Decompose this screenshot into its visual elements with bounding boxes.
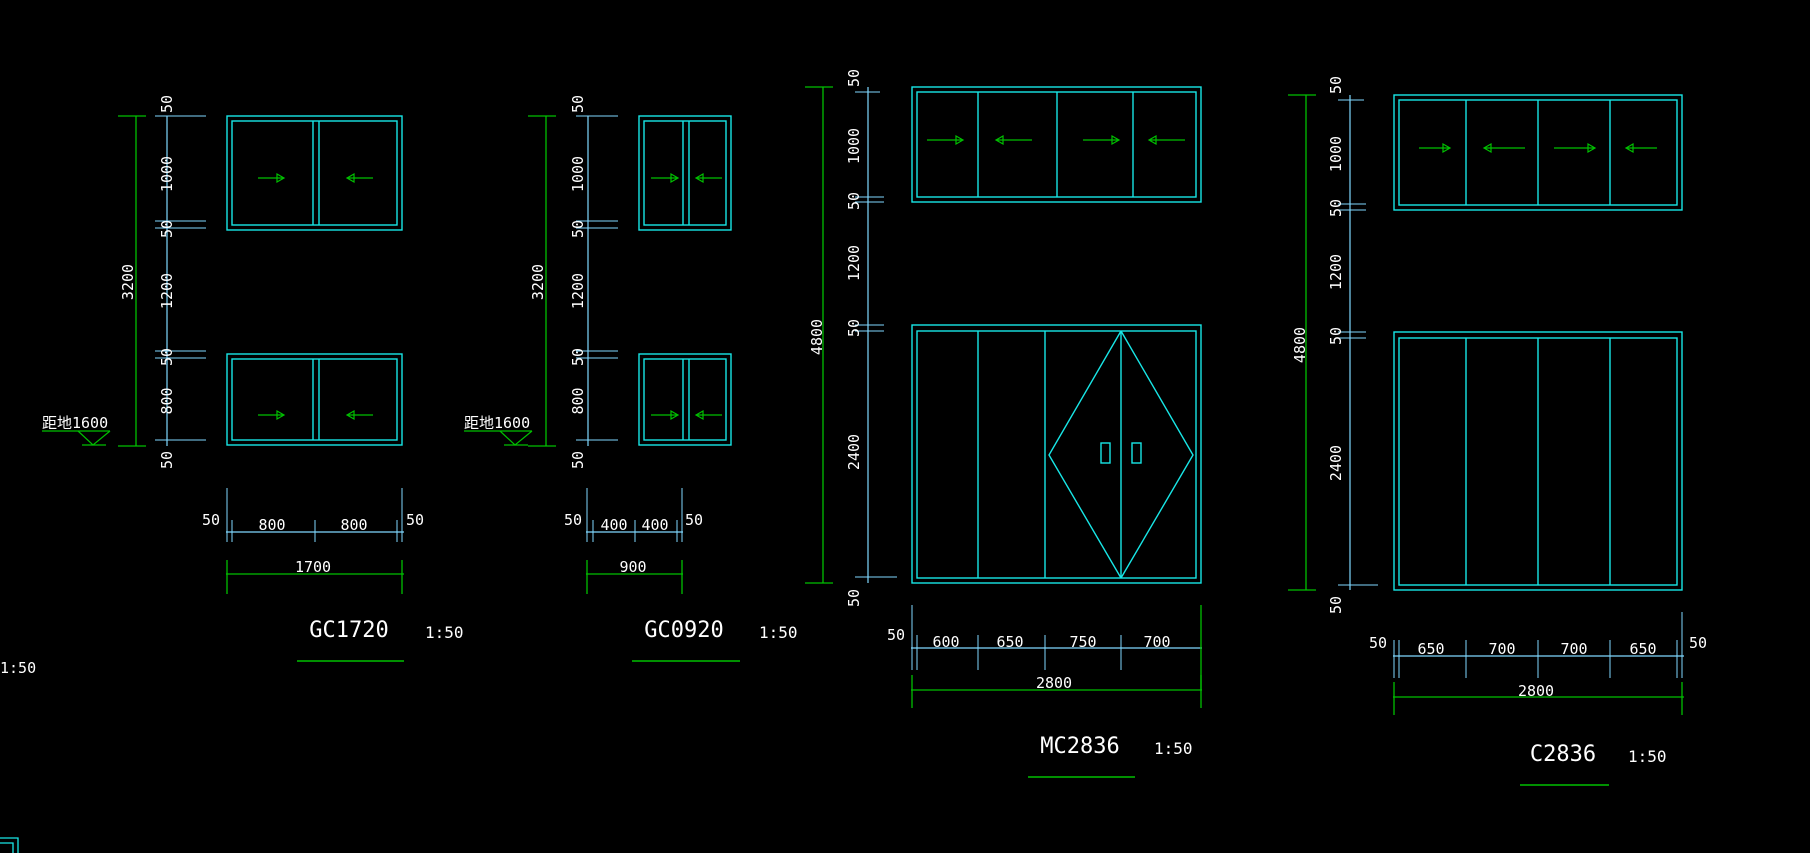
hdim-label: 50 — [887, 626, 905, 644]
drawing-title: GC1720 — [309, 618, 388, 643]
vdim-label: 50 — [845, 192, 863, 210]
height-total-label: 3200 — [119, 264, 137, 300]
vdim-label: 800 — [569, 387, 587, 414]
horizontal-dimension-chain — [1393, 612, 1684, 715]
height-total-label: 4800 — [808, 319, 826, 355]
width-total-label: 2800 — [1518, 682, 1554, 700]
vdim-label: 2400 — [1327, 445, 1345, 481]
vdim-label: 800 — [158, 387, 176, 414]
lower-window-frame — [1393, 331, 1683, 591]
vdim-label: 50 — [1327, 199, 1345, 217]
vdim-label: 50 — [845, 319, 863, 337]
sliding-arrow-icon — [651, 409, 722, 421]
floor-note: 距地1600 — [464, 414, 530, 432]
hdim-label: 650 — [1417, 640, 1444, 658]
scale-label: 1:50 — [1628, 747, 1667, 766]
floor-level-marker-icon — [42, 430, 111, 446]
transom-window-frame — [911, 86, 1202, 203]
vdim-label: 50 — [569, 220, 587, 238]
window-lower-frame — [638, 353, 732, 446]
window-upper-frame — [638, 115, 732, 231]
vdim-label: 1200 — [569, 273, 587, 309]
door-frame — [911, 324, 1202, 584]
hdim-label: 50 — [1369, 634, 1387, 652]
sliding-arrow-icon — [258, 172, 373, 184]
window-upper-frame — [226, 115, 403, 231]
vdim-label: 50 — [569, 348, 587, 366]
sliding-arrow-icon — [1419, 142, 1657, 154]
vdim-label: 50 — [1327, 327, 1345, 345]
vdim-label: 50 — [1327, 76, 1345, 94]
vdim-label: 50 — [158, 95, 176, 113]
height-total-label: 3200 — [529, 264, 547, 300]
hdim-label: 800 — [258, 516, 285, 534]
sliding-arrow-icon — [651, 172, 722, 184]
hdim-label: 700 — [1488, 640, 1515, 658]
horizontal-dimension-chain — [226, 488, 404, 594]
drawing-c2836: 4800 50 1000 50 1200 50 2400 50 — [1288, 76, 1707, 786]
window-lower-frame — [226, 353, 403, 446]
vdim-label: 50 — [158, 220, 176, 238]
vdim-label: 50 — [569, 451, 587, 469]
vertical-dimension-chain — [528, 115, 618, 447]
sliding-arrow-icon — [927, 134, 1185, 146]
floor-note: 距地1600 — [42, 414, 108, 432]
vdim-label: 50 — [158, 348, 176, 366]
vdim-label: 1200 — [845, 245, 863, 281]
hdim-label: 650 — [996, 633, 1023, 651]
edge-scale-label: 1:50 — [0, 659, 36, 677]
hdim-label: 50 — [406, 511, 424, 529]
upper-window-frame — [1393, 94, 1683, 211]
drawing-title: GC0920 — [644, 618, 723, 643]
corner-frame-icon — [0, 837, 19, 853]
drawing-title: C2836 — [1530, 742, 1596, 767]
hdim-label: 400 — [600, 516, 627, 534]
vdim-label: 50 — [845, 69, 863, 87]
vdim-label: 1200 — [158, 273, 176, 309]
hdim-label: 50 — [564, 511, 582, 529]
hdim-label: 650 — [1629, 640, 1656, 658]
hdim-label: 400 — [641, 516, 668, 534]
hdim-label: 50 — [1689, 634, 1707, 652]
height-total-label: 4800 — [1291, 327, 1309, 363]
scale-label: 1:50 — [759, 623, 798, 642]
drawing-mc2836: 4800 50 1000 50 1200 50 2400 50 — [805, 69, 1202, 778]
vdim-label: 1000 — [1327, 136, 1345, 172]
hdim-label: 750 — [1069, 633, 1096, 651]
vdim-label: 50 — [845, 589, 863, 607]
sliding-arrow-icon — [258, 409, 373, 421]
drawing-title: MC2836 — [1040, 734, 1119, 759]
vdim-label: 1000 — [569, 156, 587, 192]
vdim-label: 1200 — [1327, 254, 1345, 290]
horizontal-dimension-chain — [911, 605, 1202, 708]
vdim-label: 50 — [1327, 596, 1345, 614]
hdim-label: 50 — [685, 511, 703, 529]
floor-level-marker-icon — [464, 430, 533, 446]
vdim-label: 1000 — [845, 128, 863, 164]
drawing-gc0920: 3200 50 1000 50 1200 50 800 50 — [464, 95, 798, 662]
hdim-label: 700 — [1560, 640, 1587, 658]
vdim-label: 50 — [158, 451, 176, 469]
vertical-dimension-chain — [805, 86, 897, 584]
drawing-gc1720: 3200 50 1000 50 1200 50 800 50 — [42, 95, 464, 662]
scale-label: 1:50 — [1154, 739, 1193, 758]
hdim-label: 800 — [340, 516, 367, 534]
hdim-label: 700 — [1143, 633, 1170, 651]
hdim-label: 600 — [932, 633, 959, 651]
width-total-label: 1700 — [295, 558, 331, 576]
hdim-label: 50 — [202, 511, 220, 529]
vdim-label: 1000 — [158, 156, 176, 192]
scale-label: 1:50 — [425, 623, 464, 642]
horizontal-dimension-chain — [586, 488, 683, 594]
vdim-label: 2400 — [845, 434, 863, 470]
width-total-label: 2800 — [1036, 674, 1072, 692]
vdim-label: 50 — [569, 95, 587, 113]
vertical-dimension-chain — [1288, 94, 1378, 591]
width-total-label: 900 — [619, 558, 646, 576]
vertical-dimension-chain — [118, 115, 206, 447]
